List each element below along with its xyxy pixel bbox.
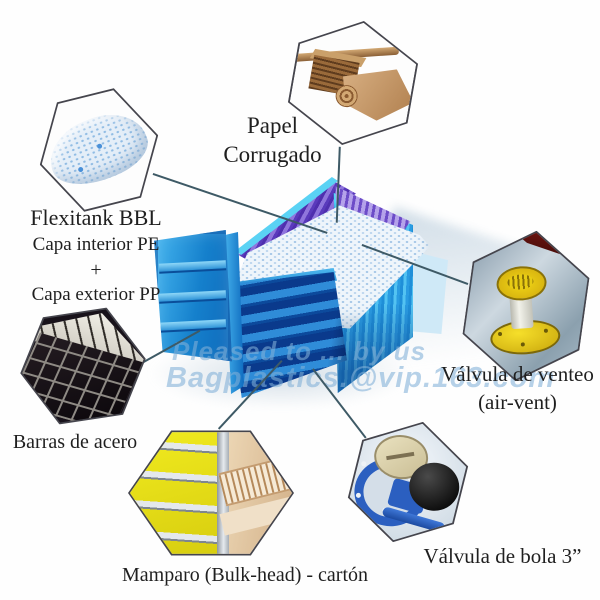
flexitank-sub1: Capa interior PE — [32, 234, 160, 255]
barras-label: Barras de acero — [12, 431, 138, 453]
valve-cap-grill — [507, 274, 534, 291]
mamparo-hexagon — [128, 422, 294, 564]
ballvalve-label: Válvula de bola 3” — [423, 544, 582, 568]
mamparo-photo — [130, 432, 292, 554]
papel-label-line2: Corrugado — [223, 142, 322, 167]
watermark-line1: Pleased to ... by us — [172, 336, 427, 366]
flexitank-title: Flexitank BBL — [30, 205, 162, 230]
flexitank-sub2: + — [90, 259, 102, 281]
cap-slot — [386, 452, 414, 460]
airvent-label: Válvula de venteo — [441, 362, 594, 386]
mamparo-label: Mamparo (Bulk-head) - cartón — [121, 564, 368, 586]
flexitank-sub3: Capa exterior PP — [31, 284, 161, 305]
ballvalve-photo — [335, 409, 480, 554]
door-rib — [158, 319, 226, 333]
flexitank-photo — [27, 76, 171, 225]
vent-valve — [483, 263, 569, 356]
container-open-left-door — [154, 230, 232, 362]
papel-label-line1: Papel — [246, 113, 299, 138]
airvent-sublabel: (air-vent) — [478, 390, 557, 414]
watermark-line2: Bagplastics.@vip.163.com — [166, 362, 556, 394]
valve-cap — [495, 265, 547, 302]
